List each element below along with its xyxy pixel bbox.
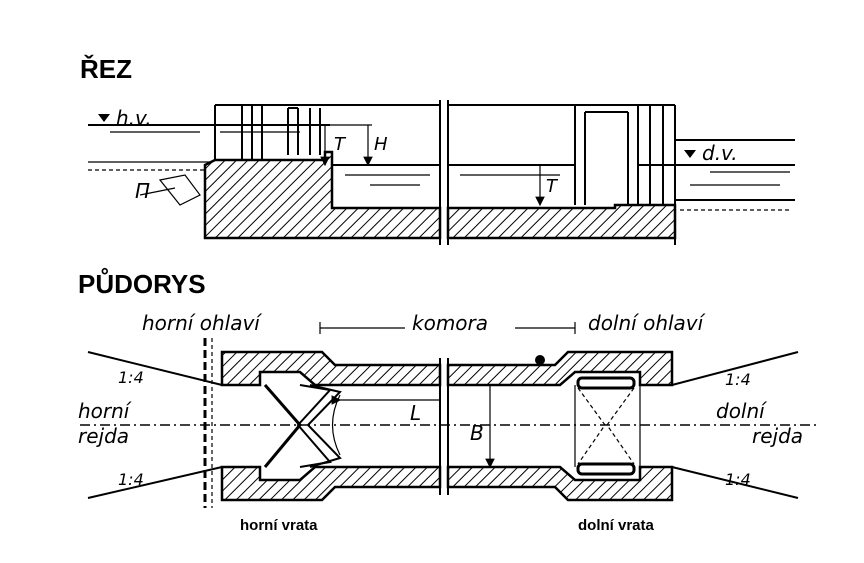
- slope-lower-right: 1:4: [725, 470, 751, 489]
- dim-B: B: [470, 421, 484, 445]
- section-marker: Π: [135, 179, 150, 203]
- upper-roadstead-line2: rejda: [78, 424, 129, 448]
- section-drawing: [88, 100, 795, 245]
- slope-lower-left: 1:4: [118, 470, 144, 489]
- upper-gate-label: horní vrata: [240, 517, 318, 534]
- upper-water-label: h.v.: [116, 106, 152, 130]
- dim-L: L: [410, 401, 421, 425]
- chamber-label: komora: [412, 311, 488, 335]
- lower-gate-top: [576, 376, 636, 390]
- dim-H: H: [374, 134, 388, 155]
- upper-roadstead-line1: horní: [78, 399, 132, 423]
- section-title: ŘEZ: [80, 54, 132, 84]
- upper-head-label: horní ohlaví: [142, 311, 262, 335]
- chamber-floor-block: [446, 203, 677, 240]
- top-wall-right: [446, 350, 674, 387]
- lower-gate-bottom: [576, 462, 636, 476]
- plan-drawing: [80, 322, 820, 508]
- lower-roadstead-line1: dolní: [716, 399, 767, 423]
- slope-upper-right: 1:4: [725, 370, 751, 389]
- lower-water-label: d.v.: [702, 141, 738, 165]
- dim-T-upper: T: [334, 134, 347, 155]
- slope-upper-left: 1:4: [118, 368, 144, 387]
- bottom-wall-right: [446, 465, 674, 502]
- lower-water-triangle: [684, 150, 696, 158]
- lower-head-label: dolní ohlaví: [588, 311, 706, 335]
- plan-title: PŮDORYS: [78, 267, 206, 299]
- upper-head-block: [203, 150, 442, 240]
- top-wall-left: [220, 350, 442, 387]
- upper-water-triangle: [98, 114, 110, 122]
- lower-gate-label: dolní vrata: [578, 517, 655, 534]
- lower-roadstead-line2: rejda: [752, 424, 803, 448]
- dim-T-lower: T: [546, 176, 559, 197]
- bottom-wall-left: [220, 465, 442, 502]
